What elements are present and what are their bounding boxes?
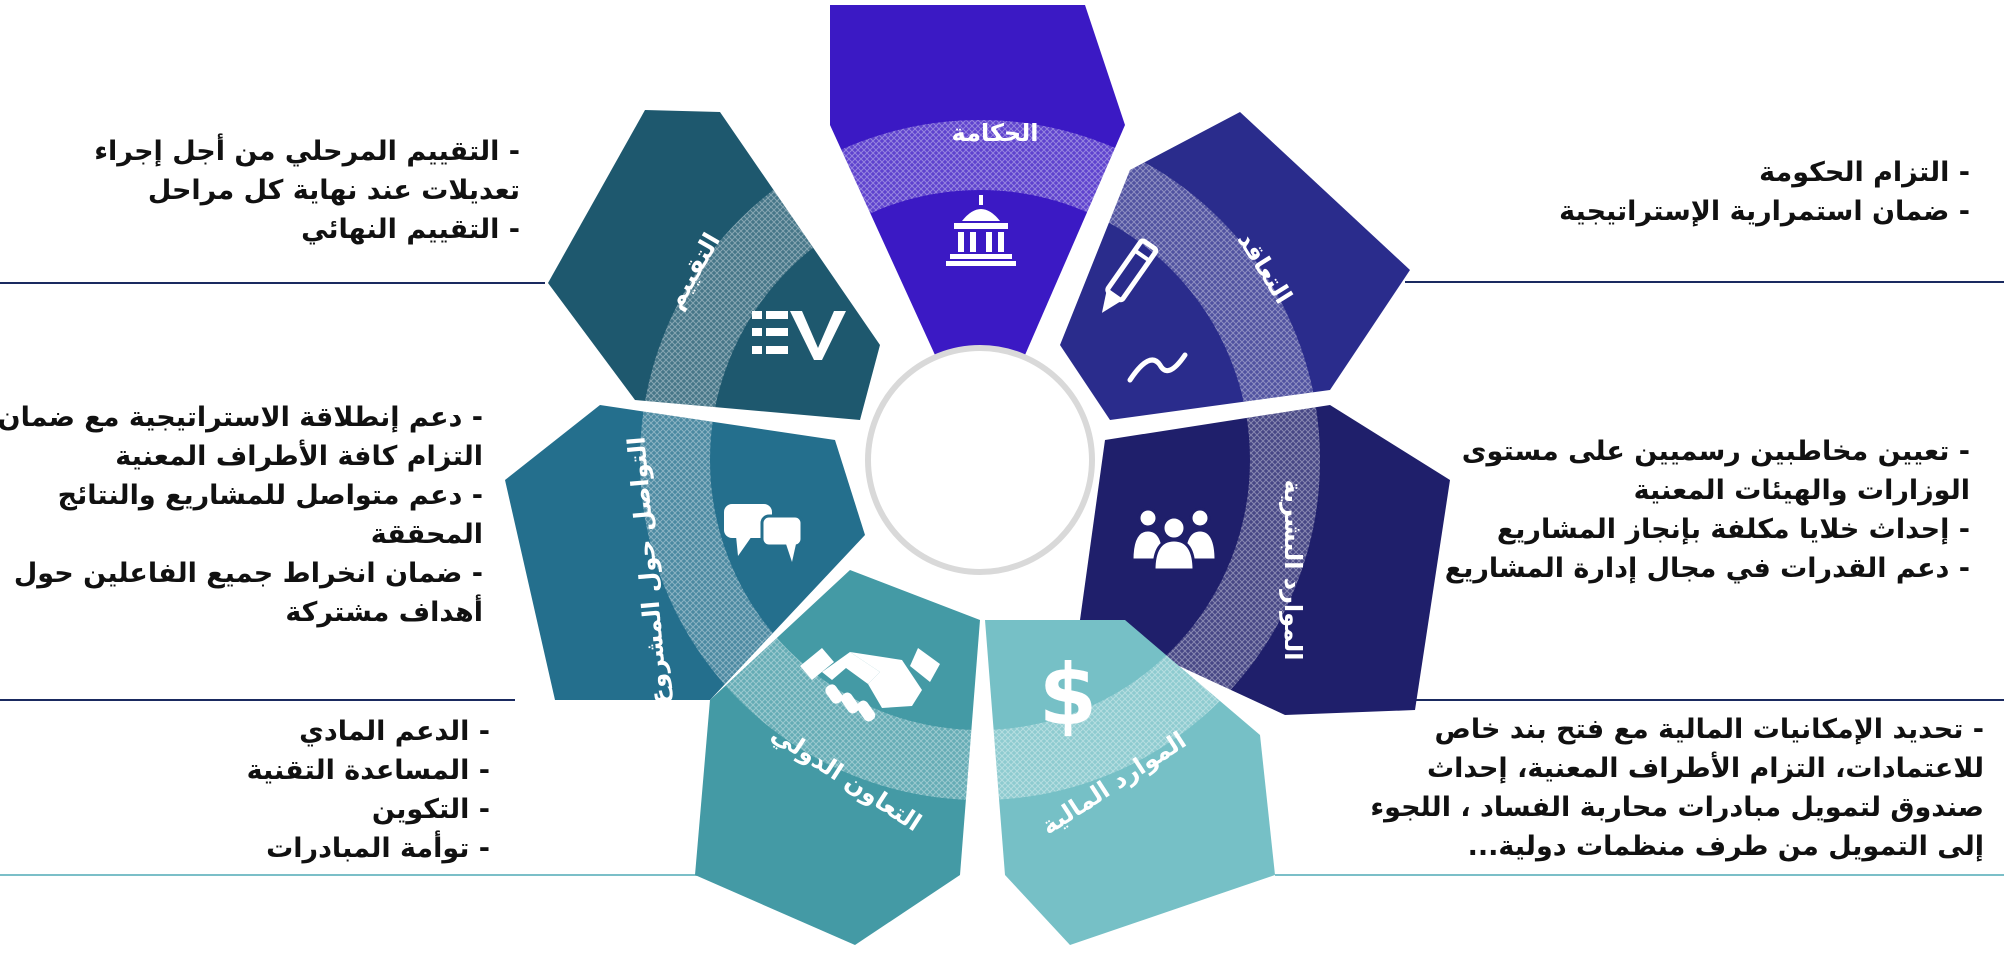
text-line: - دعم متواصل للمشاريع والنتائج bbox=[57, 480, 483, 511]
wedge-synergy: التعاقد bbox=[1060, 112, 1410, 420]
text-line: صندوق لتمويل مبادرات محاربة الفساد ، الل… bbox=[1370, 792, 1984, 823]
text-block-bottom-left: - الدعم المادي - المساعدة التقنية - التك… bbox=[220, 712, 490, 868]
text-block-middle-right: - تعيين مخاطبين رسميين على مستوى الوزارا… bbox=[1444, 432, 1970, 588]
text-line: - تحديد الإمكانيات المالية مع فتح بند خا… bbox=[1434, 714, 1984, 745]
ev-logo-icon bbox=[752, 311, 846, 360]
text-line: المحققة bbox=[370, 519, 483, 550]
wedge-human-resources: الموارد البشرية bbox=[1080, 405, 1450, 715]
government-building-icon bbox=[946, 195, 1016, 266]
text-block-top-left: - التقييم المرحلي من أجل إجراء تعديلات ع… bbox=[70, 132, 520, 249]
chat-bubbles-icon bbox=[724, 504, 804, 562]
text-line: للاعتمادات، التزام الأطراف المعنية، إحدا… bbox=[1426, 753, 1984, 784]
text-block-bottom-right: - تحديد الإمكانيات المالية مع فتح بند خا… bbox=[1370, 710, 1984, 866]
text-line: - التقييم المرحلي من أجل إجراء bbox=[94, 136, 520, 167]
text-line: - تعيين مخاطبين رسميين على مستوى bbox=[1461, 436, 1970, 467]
text-line: - التقييم النهائي bbox=[301, 214, 520, 245]
text-block-middle-left: - دعم إنطلاقة الاستراتيجية مع ضمان التزا… bbox=[0, 398, 483, 632]
handshake-icon bbox=[800, 648, 940, 722]
wedge-international-cooperation: التعاون الدولي bbox=[695, 570, 980, 945]
wedge-label-human-resources: الموارد البشرية bbox=[1279, 479, 1307, 660]
text-line: تعديلات عند نهاية كل مراحل bbox=[147, 175, 520, 206]
text-line: - التزام الحكومة bbox=[1759, 157, 1970, 188]
wedge-governance: الحكامة bbox=[830, 5, 1125, 355]
text-line: إلى التمويل من طرف منظمات دولية... bbox=[1467, 831, 1984, 862]
text-line: التزام كافة الأطراف المعنية bbox=[115, 441, 483, 472]
wedge-financial-resources: الموارد المالية $ bbox=[985, 620, 1275, 945]
pen-signature-icon bbox=[1101, 238, 1159, 313]
people-group-icon bbox=[1130, 507, 1218, 572]
ring-band bbox=[830, 120, 1125, 355]
center-circle bbox=[865, 345, 1095, 575]
wedge-evaluation: التقييم bbox=[548, 110, 880, 420]
text-line: - الدعم المادي bbox=[299, 716, 490, 747]
dollar-icon: $ bbox=[1039, 646, 1097, 744]
text-line: - دعم إنطلاقة الاستراتيجية مع ضمان bbox=[0, 402, 483, 433]
text-line: - التكوين bbox=[371, 794, 490, 825]
signature-scribble bbox=[1127, 352, 1188, 383]
text-line: - ضمان استمرارية الإستراتيجية bbox=[1559, 196, 1970, 227]
text-line: أهداف مشتركة bbox=[285, 597, 483, 628]
ring-band bbox=[640, 405, 865, 700]
text-line: - توأمة المبادرات bbox=[266, 833, 490, 864]
wedge-communication: التواصل حول المشروع bbox=[505, 405, 865, 706]
text-block-top-right: - التزام الحكومة - ضمان استمرارية الإستر… bbox=[1470, 153, 1970, 231]
text-line: - إحداث خلايا مكلفة بإنجاز المشاريع bbox=[1496, 514, 1970, 545]
text-line: الوزارات والهيئات المعنية bbox=[1633, 475, 1970, 506]
text-line: - المساعدة التقنية bbox=[246, 755, 490, 786]
wedge-label-governance: الحكامة bbox=[952, 119, 1039, 147]
text-line: - ضمان انخراط جميع الفاعلين حول bbox=[13, 558, 483, 589]
text-line: - دعم القدرات في مجال إدارة المشاريع bbox=[1444, 553, 1970, 584]
ring-band bbox=[1080, 405, 1320, 715]
